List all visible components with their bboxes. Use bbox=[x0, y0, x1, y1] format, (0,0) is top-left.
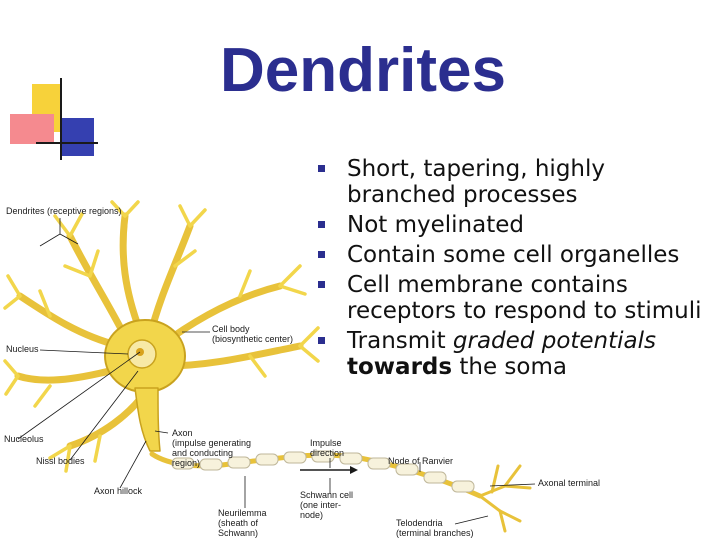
bullet-item: Not myelinated bbox=[318, 212, 713, 238]
label-telodendria-2: (terminal branches) bbox=[396, 528, 474, 538]
label-axon-sub-3: region) bbox=[172, 458, 200, 468]
label-nissl-bodies: Nissl bodies bbox=[36, 456, 85, 466]
label-telodendria-1: Telodendria bbox=[396, 518, 443, 528]
label-cell-body: Cell body bbox=[212, 324, 250, 334]
decor-blue-square bbox=[62, 118, 94, 156]
label-dendrites: Dendrites (receptive regions) bbox=[6, 206, 122, 216]
label-neurilemma-1: Neurilemma bbox=[218, 508, 267, 518]
label-node-of-ranvier: Node of Ranvier bbox=[388, 456, 453, 466]
label-neurilemma-3: Schwann) bbox=[218, 528, 258, 538]
slide-title: Dendrites bbox=[220, 36, 506, 105]
label-schwann-cell-3: node) bbox=[300, 510, 323, 520]
bullet-square-icon bbox=[318, 281, 325, 288]
bullet-item: Contain some cell organelles bbox=[318, 242, 713, 268]
label-axon-hillock: Axon hillock bbox=[94, 486, 143, 496]
label-schwann-cell-1: Schwann cell bbox=[300, 490, 353, 500]
bullet-item: Cell membrane contains receptors to resp… bbox=[318, 272, 713, 324]
label-impulse-direction: direction bbox=[310, 448, 344, 458]
decor-horizontal-line bbox=[36, 142, 98, 144]
neuron-illustration bbox=[3, 200, 532, 533]
decor-vertical-line bbox=[60, 78, 62, 160]
label-impulse: Impulse bbox=[310, 438, 342, 448]
arrow-head-icon bbox=[350, 466, 358, 474]
label-nucleolus: Nucleolus bbox=[4, 434, 44, 444]
label-neurilemma-2: (sheath of bbox=[218, 518, 259, 528]
label-axon-sub-2: and conducting bbox=[172, 448, 233, 458]
label-cell-body-sub: (biosynthetic center) bbox=[212, 334, 293, 344]
myelin-segments bbox=[171, 450, 475, 493]
bullet-square-icon bbox=[318, 337, 325, 344]
label-axonal-terminal: Axonal terminal bbox=[538, 478, 600, 488]
label-axon-sub-1: (impulse generating bbox=[172, 438, 251, 448]
label-axon: Axon bbox=[172, 428, 193, 438]
bullet-list: Short, tapering, highly branched process… bbox=[318, 156, 713, 384]
neuron-diagram: Dendrites (receptive regions) Cell body … bbox=[3, 200, 600, 538]
decor-red-square bbox=[10, 114, 54, 144]
label-nucleus: Nucleus bbox=[6, 344, 39, 354]
label-schwann-cell-2: (one inter- bbox=[300, 500, 341, 510]
bullet-square-icon bbox=[318, 251, 325, 258]
bullet-square-icon bbox=[318, 221, 325, 228]
axon-hillock bbox=[134, 387, 161, 452]
bullet-square-icon bbox=[318, 165, 325, 172]
bullet-item: Short, tapering, highly branched process… bbox=[318, 156, 713, 208]
